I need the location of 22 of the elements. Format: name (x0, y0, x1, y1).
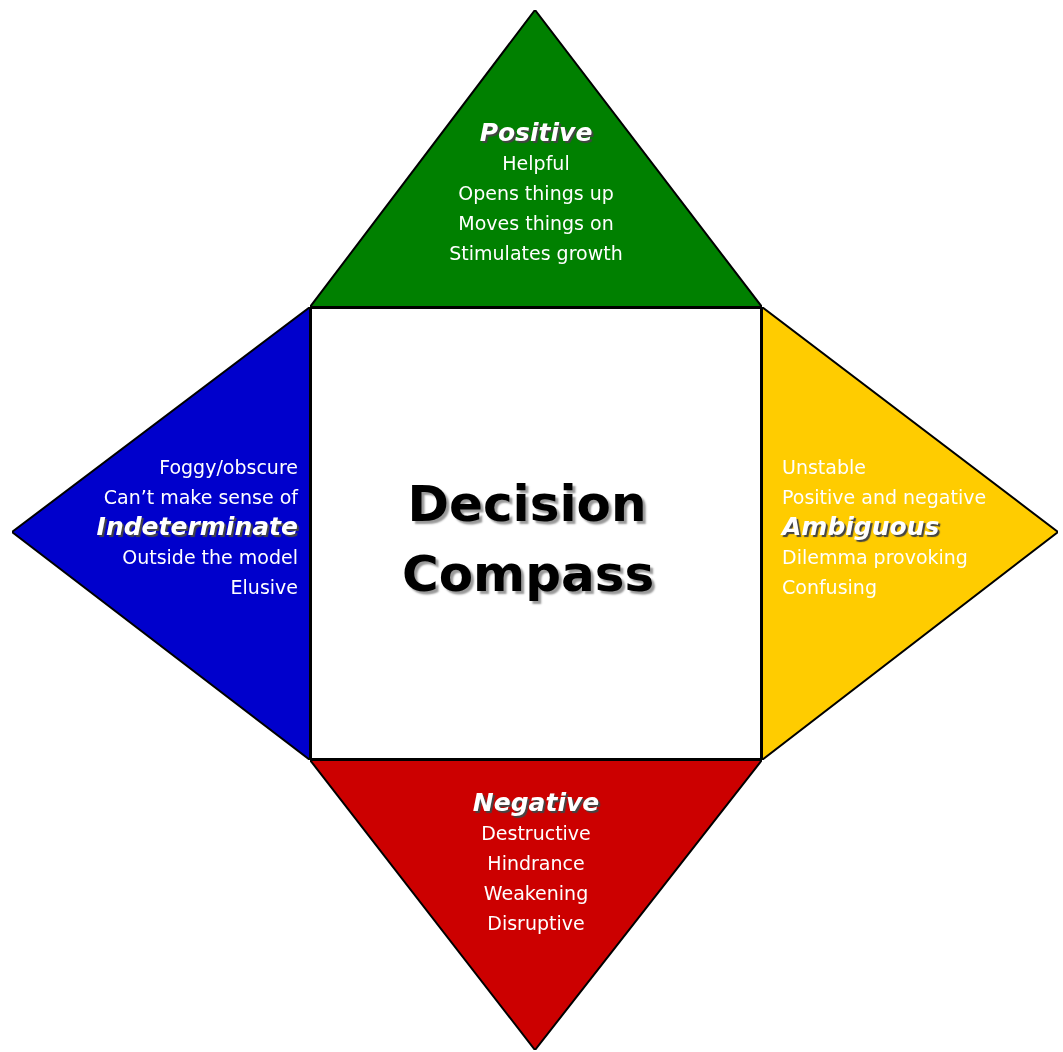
category-heading: Ambiguous (782, 512, 940, 542)
category-trait: Opens things up (457, 181, 615, 206)
category-trait: Foggy/obscure (159, 455, 298, 480)
category-trait: Outside the model (122, 545, 298, 570)
category-trait: Weakening (482, 881, 590, 906)
category-heading: Negative (471, 788, 601, 818)
category-trait: Positive and negative (782, 485, 987, 510)
category-trait: Can’t make sense of (103, 485, 298, 510)
category-trait: Moves things on (457, 211, 615, 236)
category-trait: Hindrance (486, 851, 586, 876)
title-text: Decision Compass (402, 474, 652, 605)
category-trait: Elusive (230, 575, 298, 600)
category-trait: Disruptive (486, 911, 586, 936)
category-heading: Positive (478, 118, 594, 148)
category-trait: Confusing (782, 575, 877, 600)
category-trait: Unstable (782, 455, 866, 480)
category-trait: Stimulates growth (448, 241, 624, 266)
category-trait: Helpful (501, 151, 571, 176)
category-trait: Dilemma provoking (782, 545, 968, 570)
category-trait: Destructive (480, 821, 592, 846)
center-square (310, 307, 762, 760)
category-heading: Indeterminate (96, 512, 298, 542)
